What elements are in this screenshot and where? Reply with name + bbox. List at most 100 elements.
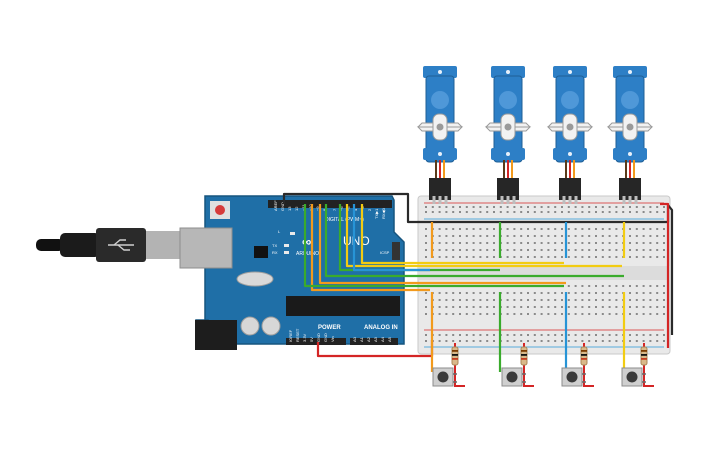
power-header	[286, 338, 346, 345]
wire-orange	[318, 204, 566, 285]
pin-5-label: ~5	[346, 206, 351, 211]
pushbutton-cap[interactable]	[626, 371, 638, 383]
digital-label: DIGITAL (PWM~)	[325, 217, 364, 223]
screw-hole-icon	[628, 70, 632, 74]
v33-label: 3.3V	[302, 333, 307, 342]
screw-hole-icon	[506, 70, 510, 74]
arduino-board[interactable]: ∞ UNO ARDUINO DIGITAL (PWM~) POWER ANALO…	[179, 195, 405, 350]
resistor	[520, 346, 528, 366]
servos	[416, 66, 654, 204]
servo-connector	[619, 178, 641, 200]
usb-b-port	[179, 227, 233, 269]
l-led-label: L	[278, 229, 281, 234]
gnd-label-2: GND	[323, 333, 328, 342]
breadboard-channel	[418, 266, 670, 280]
a0-label: A0	[352, 336, 357, 342]
usb-plug-body	[60, 233, 100, 257]
wire-green-1	[324, 204, 624, 278]
pin-9-label: ~9	[315, 206, 320, 211]
usb-connector-metal	[146, 231, 180, 259]
analog-label: ANALOG IN	[364, 325, 398, 331]
power-jack	[195, 320, 237, 350]
screw-hole-icon	[568, 70, 572, 74]
resistor	[580, 346, 588, 366]
servo-connector	[429, 178, 451, 200]
servo-connector	[559, 178, 581, 200]
pin-11-label: ~11	[301, 204, 306, 211]
a4-label: A4	[380, 336, 385, 342]
wires	[282, 192, 674, 372]
capacitor-1	[240, 316, 260, 336]
resistor	[640, 346, 648, 366]
pushbutton-circuit	[561, 343, 594, 387]
servo-motor[interactable]	[484, 66, 532, 204]
pin-0-label: RX◀0	[381, 207, 386, 219]
servo-gear	[499, 91, 517, 109]
wire-yellow	[345, 204, 622, 268]
servo-gear	[621, 91, 639, 109]
aref-label: AREF	[273, 200, 278, 211]
capacitor-2	[261, 316, 281, 336]
servo-gear	[561, 91, 579, 109]
analog-header	[350, 338, 398, 345]
servo-motor[interactable]	[546, 66, 594, 204]
usb-icon	[108, 239, 134, 251]
screw-hole-icon	[506, 152, 510, 156]
wire-blue	[352, 204, 430, 272]
pin-13-label: 13	[287, 206, 292, 211]
pushbutton-circuit	[432, 343, 465, 387]
gnd-label-1: GND	[316, 333, 321, 342]
ioref-label: IOREF	[288, 329, 293, 342]
pushbutton-cap[interactable]	[437, 371, 449, 383]
icsp-header	[392, 242, 400, 260]
servo-horn-center-icon	[626, 123, 634, 131]
servo-gear	[431, 91, 449, 109]
rx-label: RX	[272, 250, 278, 255]
tx-led	[284, 244, 289, 247]
logo-infinity-icon: ∞	[302, 234, 311, 249]
pin-8-label: 8	[322, 208, 327, 211]
pin-1-label: TX▶1	[374, 208, 379, 219]
servo-motor[interactable]	[416, 66, 464, 204]
screw-hole-icon	[438, 152, 442, 156]
pin-7-label: 7	[332, 208, 337, 211]
pushbutton-circuit	[501, 343, 534, 387]
servo-motor[interactable]	[606, 66, 654, 204]
pin-6-label: ~6	[339, 206, 344, 211]
power-label: POWER	[318, 325, 341, 331]
pushbutton-cap[interactable]	[566, 371, 578, 383]
a3-label: A3	[373, 336, 378, 342]
screw-hole-icon	[628, 152, 632, 156]
usb-cable	[36, 228, 180, 262]
rx-led	[284, 251, 289, 254]
a1-label: A1	[359, 336, 364, 342]
screw-hole-icon	[438, 70, 442, 74]
servo-horn-center-icon	[436, 123, 444, 131]
pin-12-label: 12	[294, 206, 299, 211]
chip-small	[254, 246, 268, 258]
v5-label: 5V	[309, 337, 314, 342]
screw-hole-icon	[568, 152, 572, 156]
servo-connector	[497, 178, 519, 200]
pin-2-label: 2	[367, 208, 372, 211]
wire-green-3	[303, 204, 564, 288]
resistor	[451, 346, 459, 366]
servo-horn-center-icon	[504, 123, 512, 131]
pushbutton-cap[interactable]	[506, 371, 518, 383]
wire-orange-2	[310, 204, 430, 292]
buttons	[432, 343, 654, 387]
gnd-pin-label: GND	[280, 202, 285, 211]
tx-label: TX	[272, 243, 277, 248]
wire-rail-red	[660, 202, 670, 348]
crystal	[236, 271, 274, 287]
l-led	[290, 232, 295, 235]
pin-4-label: 4	[353, 208, 358, 211]
pushbutton-circuit	[621, 343, 654, 387]
icsp-label: ICSP	[380, 250, 390, 255]
digital-header	[268, 200, 392, 208]
reset-button-cap[interactable]	[215, 205, 225, 215]
vin-label: Vin	[330, 336, 335, 342]
microcontroller-chip	[286, 296, 400, 316]
wire-green-2	[338, 204, 500, 272]
